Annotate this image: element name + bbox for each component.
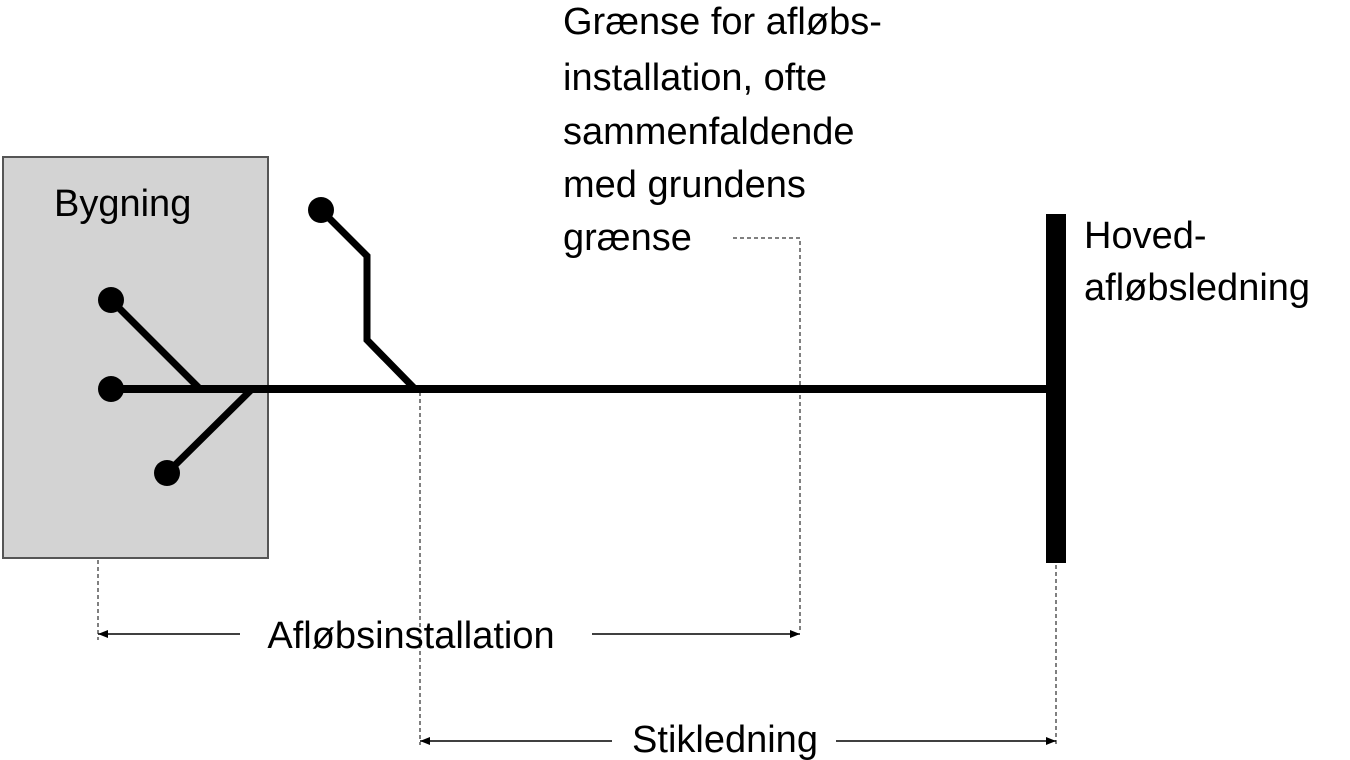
- boundary-label: Grænse for afløbs- installation, ofte sa…: [563, 1, 892, 259]
- boundary-label-line-1: Grænse for afløbs-: [563, 1, 882, 43]
- boundary-label-line-5: grænse: [563, 217, 692, 259]
- boundary-label-line-3: sammenfaldende: [563, 111, 855, 153]
- service-pipe-label: Stikledning: [632, 719, 818, 760]
- boundary-leader-line: [733, 237, 801, 632]
- branch-pipe-upper: [107, 296, 204, 393]
- boundary-label-line-2: installation, ofte: [563, 57, 827, 99]
- drain-installation-label: Afløbsinstallation: [267, 615, 554, 657]
- building-box: [2, 156, 269, 559]
- main-sewer-label-line-2: afløbsledning: [1084, 267, 1310, 309]
- fixture-point-outdoor: [308, 197, 334, 223]
- building-label: Bygning: [54, 183, 191, 225]
- fixture-point-lower: [154, 460, 180, 486]
- boundary-label-line-4: med grundens: [563, 164, 806, 206]
- main-sewer-pipe: [1046, 214, 1066, 563]
- outdoor-branch-pipe: [318, 207, 418, 392]
- branch-pipe-lower: [163, 385, 256, 477]
- main-sewer-label: Hoved- afløbsledning: [1084, 215, 1310, 309]
- main-sewer-label-line-1: Hoved-: [1084, 215, 1207, 257]
- fixture-point-upper: [98, 287, 124, 313]
